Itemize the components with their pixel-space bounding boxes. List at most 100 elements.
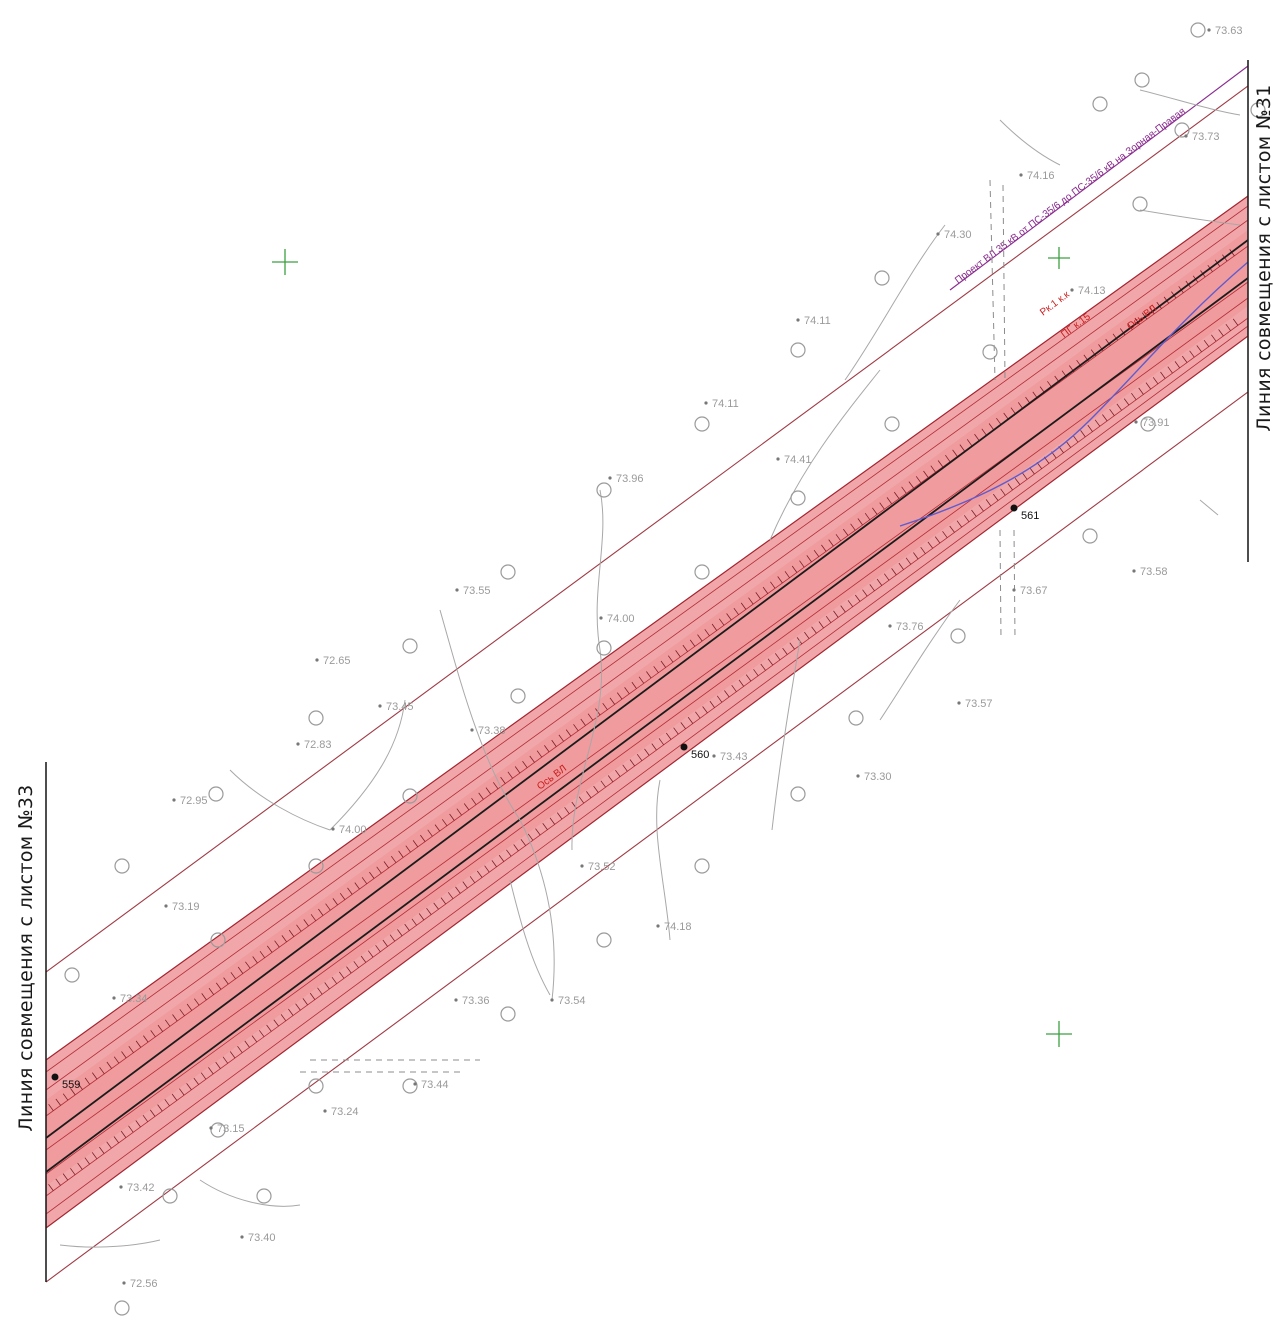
- trench-tick: [288, 1008, 294, 1016]
- trench-tick: [339, 892, 346, 900]
- match-line-right-label: Линия совмещения с листом №31: [1253, 84, 1275, 431]
- trench-tick: [411, 918, 417, 926]
- trench-tick: [760, 663, 766, 671]
- trench-tick: [491, 860, 497, 868]
- tree-circle: [790, 490, 806, 506]
- tree-circle: [114, 858, 130, 874]
- trench-tick: [864, 512, 871, 520]
- elevation-label: 73.54: [558, 995, 586, 1007]
- tree-circle: [884, 416, 900, 432]
- elevation-label: 74.11: [804, 315, 831, 327]
- trench-tick: [375, 945, 381, 953]
- trench-tick: [455, 886, 461, 894]
- trench-tick: [1109, 408, 1115, 416]
- trench-tick: [782, 647, 788, 655]
- elevation-label: 72.56: [130, 1278, 158, 1290]
- trench-tick: [347, 887, 353, 895]
- match-line-left: Линия совмещения с листом №33: [15, 762, 47, 1282]
- trench-tick: [383, 861, 390, 869]
- elevation-label: 73.52: [588, 861, 616, 873]
- trench-tick: [1029, 467, 1035, 475]
- trench-tick: [804, 631, 810, 639]
- trench-tick: [91, 1152, 98, 1160]
- trench-tick: [302, 998, 308, 1006]
- trench-tick: [811, 626, 817, 634]
- trench-tick: [478, 792, 484, 800]
- trench-tick: [930, 465, 936, 473]
- trench-tick: [426, 907, 432, 915]
- station-label: 560: [691, 749, 709, 761]
- trench-tick: [99, 1067, 105, 1075]
- trench-tick: [869, 584, 875, 592]
- trench-tick: [346, 966, 352, 974]
- trench-tick: [128, 1045, 134, 1053]
- trench-tick: [244, 1040, 250, 1048]
- trench-tick: [376, 866, 382, 874]
- tree-circle: [694, 858, 710, 874]
- tree-circle: [596, 482, 612, 498]
- elevation-label: 74.13: [1078, 285, 1106, 297]
- tree-circle: [596, 932, 612, 948]
- tree-circle: [64, 967, 80, 983]
- trench-tick: [529, 755, 535, 763]
- trench-tick: [1112, 333, 1119, 341]
- trench-tick: [898, 562, 904, 570]
- trench-tick: [273, 1019, 279, 1027]
- trench-tick: [607, 775, 614, 783]
- elevation-label: 73.55: [463, 585, 491, 597]
- elevation-point: [323, 1109, 327, 1113]
- trench-tick: [923, 470, 929, 478]
- trench-tick: [966, 439, 973, 447]
- trench-tick: [549, 817, 556, 825]
- trench-tick: [755, 592, 761, 600]
- elevation-label: 73.91: [1142, 417, 1170, 429]
- trench-tick: [593, 785, 599, 793]
- trench-tick: [1022, 472, 1028, 480]
- trench-tick: [462, 881, 468, 889]
- trench-tick: [1003, 412, 1009, 420]
- trench-tick: [389, 934, 396, 942]
- station-point: [680, 743, 688, 751]
- trench-tick: [850, 523, 856, 531]
- elevation-point: [856, 774, 860, 778]
- trench-tick: [382, 939, 388, 947]
- trench-tick: [689, 639, 696, 647]
- elevation-point: [888, 624, 892, 628]
- tree-circle: [402, 788, 418, 804]
- trench-tick: [1196, 345, 1202, 353]
- elevation-label: 74.30: [944, 229, 972, 241]
- trench-tick: [514, 766, 521, 774]
- trench-tick: [418, 913, 425, 921]
- elevation-label: 73.73: [1192, 131, 1220, 143]
- trench-tick: [1131, 392, 1137, 400]
- trench-tick: [463, 803, 470, 811]
- trench-tick: [412, 840, 419, 848]
- elevation-point: [1132, 569, 1136, 573]
- trench-tick: [513, 844, 519, 852]
- tree-circle: [694, 564, 710, 580]
- trench-tick: [420, 834, 426, 842]
- trench-tick: [1189, 350, 1195, 358]
- trench-tick: [733, 607, 739, 615]
- trench-tick: [1080, 430, 1086, 438]
- trench-tick: [974, 433, 980, 441]
- trench-tick: [748, 597, 754, 605]
- tree-circle: [982, 344, 998, 360]
- elevation-label: 73.40: [248, 1232, 276, 1244]
- tree-circle: [210, 932, 226, 948]
- trench-tick: [937, 460, 944, 468]
- trench-tick: [578, 796, 585, 804]
- tree-circle: [402, 638, 418, 654]
- trench-tick: [223, 977, 229, 985]
- grid-cross-marks: [272, 247, 1072, 1047]
- trench-tick: [48, 1103, 54, 1111]
- trench-tick: [1119, 328, 1126, 336]
- trench-tick: [949, 525, 955, 533]
- trench-tick: [587, 713, 594, 721]
- elevation-label: 73.42: [127, 1182, 155, 1194]
- trench-tick: [806, 555, 812, 563]
- tree-circle: [256, 1188, 272, 1204]
- trench-tick: [404, 923, 410, 931]
- trench-tick: [143, 1035, 149, 1043]
- trench-tick: [48, 1183, 54, 1191]
